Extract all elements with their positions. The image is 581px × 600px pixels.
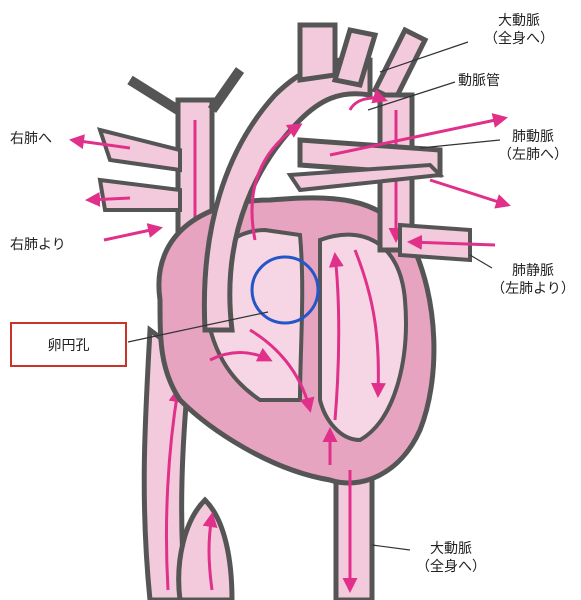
- aorta-top-label-line1: 大動脈: [474, 12, 564, 30]
- aorta-bottom-label: 大動脈 （全身へ）: [406, 540, 496, 576]
- aorta-bottom-label-line1: 大動脈: [406, 540, 496, 558]
- pulmonary-artery-label: 肺動脈 （左肺へ）: [488, 128, 578, 164]
- aorta-bottom-label-line2: （全身へ）: [406, 558, 496, 576]
- foramen-ovale-label-text: 卵円孔: [48, 335, 90, 355]
- ductus-arteriosus-label: 動脈管: [458, 72, 500, 90]
- descending-aorta: [336, 470, 372, 600]
- pulmonary-artery-label-line1: 肺動脈: [488, 128, 578, 146]
- right-pulmonary-vessels: [72, 130, 180, 240]
- pulmonary-vein-label: 肺静脈 （左肺より）: [488, 262, 578, 298]
- aorta-top-label-line2: （全身へ）: [474, 30, 564, 48]
- pulmonary-vein-label-line1: 肺静脈: [488, 262, 578, 280]
- foramen-ovale-label: 卵円孔: [10, 322, 127, 367]
- to-right-lung-label: 右肺へ: [10, 130, 52, 148]
- from-right-lung-label: 右肺より: [10, 236, 66, 254]
- pulmonary-artery-label-line2: （左肺へ）: [488, 146, 578, 164]
- aorta-top-label: 大動脈 （全身へ）: [474, 12, 564, 48]
- pulmonary-vein-label-line2: （左肺より）: [488, 280, 578, 298]
